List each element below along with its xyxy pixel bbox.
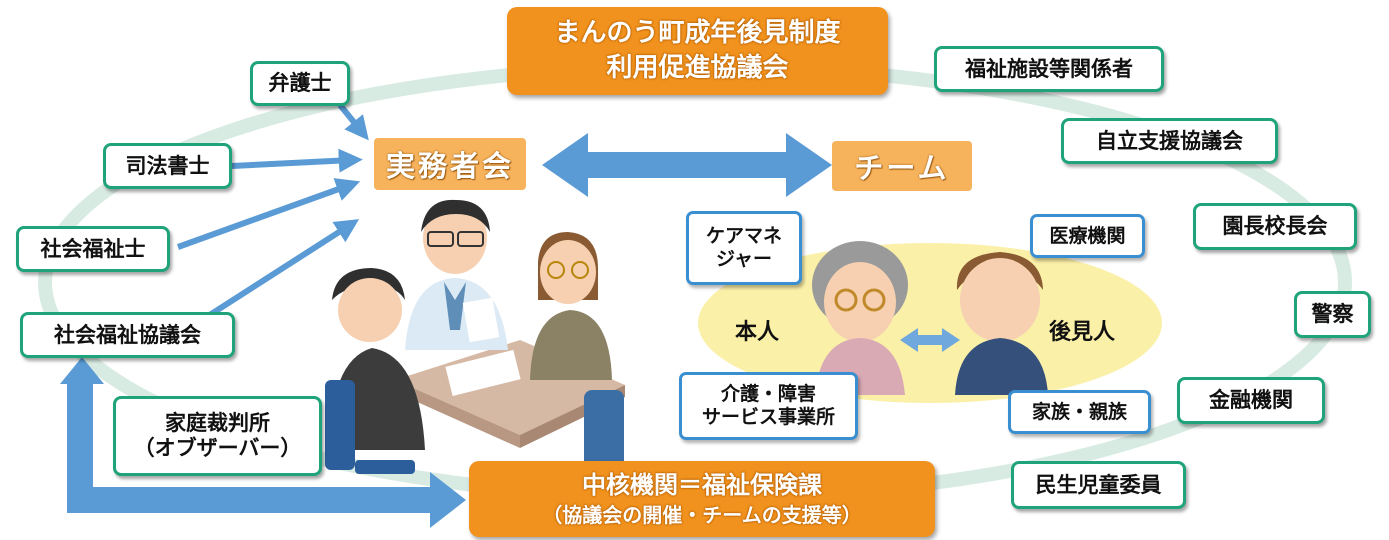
guardian-label: 後見人 <box>1049 320 1116 345</box>
welfare-commissioners-box: 民生児童委員 <box>1011 461 1186 509</box>
care-manager-line1: ケアマネ <box>705 225 782 248</box>
council-title-line1: まんのう町成年後見制度 <box>554 17 841 48</box>
council-title-line2: 利用促進協議会 <box>606 53 789 83</box>
principals-council-box: 園長校長会 <box>1193 203 1357 250</box>
lawyer-box: 弁護士 <box>250 61 350 106</box>
care-services-line1: 介護・障害 <box>720 383 816 406</box>
care-manager-box: ケアマネ ジャー <box>686 211 802 285</box>
l-arrow <box>60 357 466 528</box>
core-agency-subtitle: （協議会の開催・チームの支援等） <box>542 502 862 527</box>
member-arrows <box>176 103 369 321</box>
guardian-illustration <box>955 252 1048 395</box>
team-label: チーム <box>832 141 972 191</box>
meeting-illustration <box>325 199 625 474</box>
financial-institutions-box: 金融機関 <box>1177 377 1325 424</box>
social-welfare-council-box: 社会福祉協議会 <box>20 312 235 358</box>
double-arrow <box>542 133 832 197</box>
principal-illustration <box>812 241 908 395</box>
judicial-scrivener-box: 司法書士 <box>103 143 232 189</box>
family-court-line2: （オブザーバー） <box>133 436 302 460</box>
family-box: 家族・親族 <box>1008 390 1151 434</box>
independence-support-box: 自立支援協議会 <box>1061 118 1278 164</box>
care-manager-line2: ジャー <box>715 248 773 270</box>
welfare-facilities-box: 福祉施設等関係者 <box>934 46 1164 92</box>
family-court-box: 家庭裁判所 （オブザーバー） <box>113 396 322 476</box>
council-box: まんのう町成年後見制度 利用促進協議会 <box>507 7 888 95</box>
social-worker-box: 社会福祉士 <box>16 226 170 272</box>
core-agency-title: 中核機関＝福祉保険課 <box>582 471 822 500</box>
family-court-line1: 家庭裁判所 <box>165 411 270 436</box>
care-services-box: 介護・障害 サービス事業所 <box>679 372 858 440</box>
core-agency-box: 中核機関＝福祉保険課 （協議会の開催・チームの支援等） <box>469 461 935 537</box>
care-services-line2: サービス事業所 <box>701 406 835 428</box>
small-double-arrow <box>900 328 960 352</box>
principal-label: 本人 <box>735 320 780 345</box>
practitioners-meeting-label: 実務者会 <box>374 138 526 190</box>
medical-box: 医療機関 <box>1030 214 1145 258</box>
police-box: 警察 <box>1294 291 1371 338</box>
